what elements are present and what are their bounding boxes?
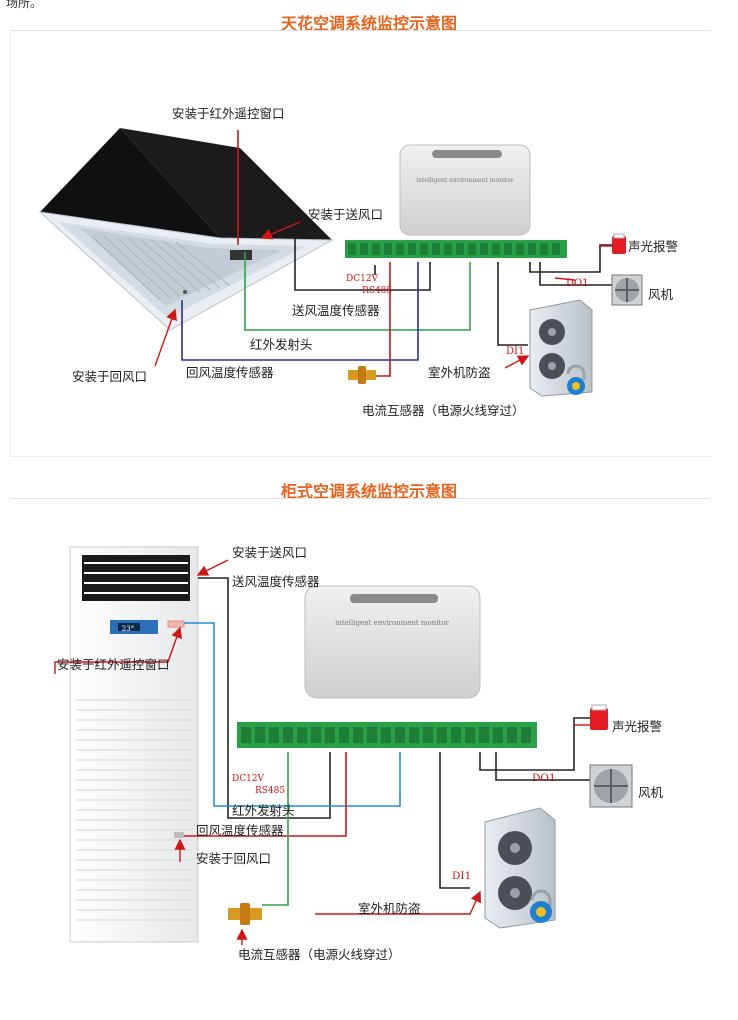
ceiling-terminal-block: [345, 240, 567, 258]
ceiling-label-return-temp: 回风温度传感器: [186, 365, 274, 380]
ceiling-diagram-title: 天花空调系统监控示意图: [280, 14, 457, 33]
cabinet-padlock-icon: [530, 889, 552, 923]
ceiling-label-return-outlet: 安装于回风口: [72, 369, 148, 384]
ceiling-label-do1: DO1: [566, 278, 589, 289]
cabinet-label-fan: 风机: [638, 785, 664, 800]
ceiling-label-di1: DI1: [506, 346, 525, 357]
ceiling-alarm-icon: [612, 233, 626, 254]
ceiling-controller-box: intelligent environment monitor: [399, 144, 531, 236]
cabinet-label-alarm: 声光报警: [612, 719, 663, 734]
ceiling-cassette-ac: [38, 128, 334, 331]
ceiling-wires: [181, 130, 612, 377]
text-fragment: 场所。: [6, 0, 43, 10]
ceiling-label-rs485: RS485: [362, 286, 393, 296]
ceiling-label-supply-outlet: 安装于送风口: [308, 207, 384, 222]
ceiling-label-ir-emitter: 红外发射头: [250, 337, 313, 352]
cabinet-ac-unit: 23°: [69, 546, 199, 943]
ceiling-label-ir-window: 安装于红外遥控窗口: [172, 106, 285, 121]
ceiling-label-alarm: 声光报警: [628, 239, 679, 254]
cabinet-label-ir-window: 安装于红外遥控窗口: [57, 657, 170, 672]
cabinet-label-supply-outlet: 安装于送风口: [232, 545, 308, 560]
cabinet-label-ct: 电流互感器（电源火线穿过）: [238, 947, 401, 962]
ceiling-label-fan: 风机: [648, 287, 674, 302]
ceiling-label-dc12v: DC12V: [346, 274, 379, 284]
cabinet-label-return-temp: 回风温度传感器: [196, 823, 284, 838]
cabinet-outdoor-unit: [484, 807, 556, 929]
ceiling-diagram-panel: [10, 30, 711, 457]
cabinet-terminal-block: [237, 722, 537, 748]
cabinet-label-outdoor-theft: 室外机防盗: [358, 901, 421, 916]
cabinet-label-do1: DO1: [532, 772, 556, 784]
cabinet-controller-box: intelligent environment monitor: [304, 585, 481, 699]
ceiling-outdoor-unit: [529, 299, 593, 397]
cabinet-wires: [184, 577, 590, 906]
ceiling-padlock-icon: [566, 364, 586, 395]
ceiling-pointer-arrows: [154, 221, 612, 369]
cabinet-diagram-panel: [10, 498, 710, 999]
ceiling-label-supply-temp: 送风温度传感器: [292, 303, 380, 318]
cabinet-display-value: 23°: [122, 625, 134, 633]
ceiling-current-transformer-icon: [348, 366, 376, 384]
svg-text:intelligent environment monito: intelligent environment monitor: [335, 619, 449, 627]
ceiling-label-ct: 电流互感器（电源火线穿过）: [362, 403, 525, 418]
cabinet-diagram-title: 柜式空调系统监控示意图: [280, 482, 457, 501]
cabinet-label-di1: DI1: [452, 870, 472, 882]
cabinet-fan-icon: [589, 764, 633, 808]
svg-text:intelligent environment monito: intelligent environment monitor: [416, 177, 514, 184]
cabinet-label-return-outlet: 安装于回风口: [196, 851, 272, 866]
cabinet-alarm-icon: [590, 704, 608, 730]
ceiling-label-outdoor-theft: 室外机防盗: [428, 365, 491, 380]
ceiling-fan-icon: [611, 274, 643, 306]
cabinet-pointer-arrows: [54, 559, 590, 945]
cabinet-label-dc12v: DC12V: [232, 774, 265, 784]
cabinet-label-supply-temp: 送风温度传感器: [232, 574, 320, 589]
cabinet-current-transformer-icon: [228, 903, 262, 925]
cabinet-label-rs485: RS485: [255, 786, 286, 796]
cabinet-label-ir-emitter: 红外发射头: [232, 803, 295, 818]
